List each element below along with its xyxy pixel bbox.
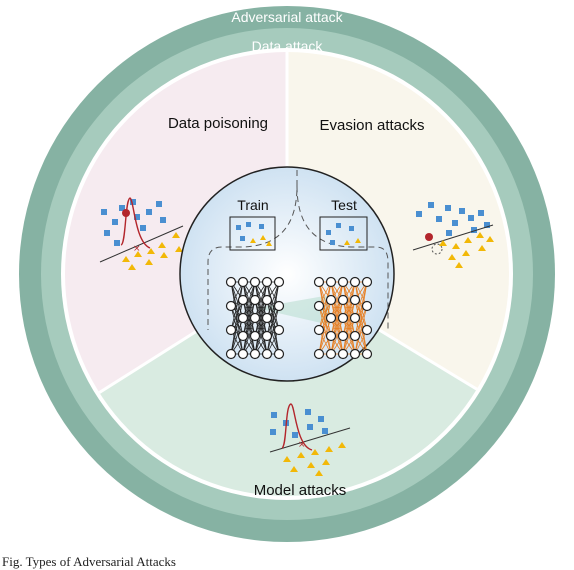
train-label: Train <box>237 197 268 213</box>
svg-text:×: × <box>298 440 306 450</box>
test-data-box <box>319 216 368 251</box>
figure-caption: Fig. Types of Adversarial Attacks <box>2 554 176 569</box>
train-data-box <box>229 216 276 251</box>
svg-text:×: × <box>133 244 141 254</box>
model-attacks-illustration: × <box>269 403 351 476</box>
data-poisoning-illustration: × <box>99 197 184 270</box>
evasion-attacks-illustration <box>412 202 494 268</box>
evasion-attacks-label: Evasion attacks <box>319 117 424 134</box>
adversarial-attack-label: Adversarial attack <box>231 9 343 25</box>
data-poisoning-label: Data poisoning <box>168 115 268 132</box>
center-circle <box>179 166 395 382</box>
attacked-neural-network <box>313 276 373 360</box>
test-label: Test <box>331 197 357 213</box>
split-dashed-line <box>207 170 389 330</box>
model-attacks-label: Model attacks <box>254 482 347 499</box>
clean-neural-network <box>225 276 285 360</box>
